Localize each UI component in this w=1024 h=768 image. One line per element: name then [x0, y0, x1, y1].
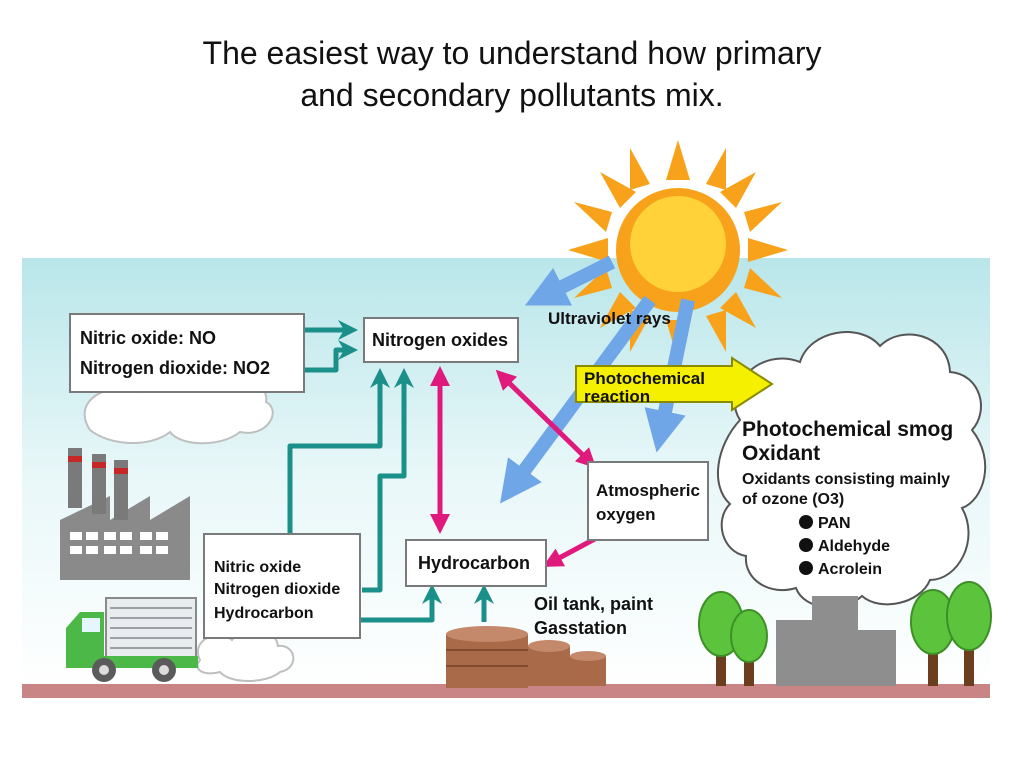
hydrocarbon-label: Hydrocarbon	[418, 553, 530, 573]
oxygen-line-2: oxygen	[596, 505, 656, 524]
smog-item: Aldehyde	[818, 538, 890, 555]
vehicle-box: Nitric oxide Nitrogen dioxide Hydrocarbo…	[203, 533, 361, 639]
nitrogen-oxides-box: Nitrogen oxides	[363, 317, 519, 363]
sources-box: Nitric oxide: NO Nitrogen dioxide: NO2	[69, 313, 305, 393]
oxygen-line-1: Atmospheric	[596, 481, 700, 500]
title-line-1: The easiest way to understand how primar…	[202, 35, 822, 71]
smog-title-1: Photochemical smog	[742, 418, 953, 441]
smog-title-2: Oxidant	[742, 442, 820, 465]
smog-item: PAN	[818, 515, 851, 532]
nitrogen-oxides-label: Nitrogen oxides	[372, 330, 508, 350]
truck-icon	[66, 597, 198, 682]
reaction-line-1: Photochemical	[584, 369, 705, 388]
hydrocarbon-box: Hydrocarbon	[405, 539, 547, 587]
vehicle-line-1: Nitric oxide	[214, 559, 301, 576]
oil-tank-line-1: Oil tank, paint	[534, 594, 653, 614]
vehicle-line-2: Nitrogen dioxide	[214, 581, 340, 598]
ultraviolet-label: Ultraviolet rays	[548, 309, 671, 328]
atmospheric-oxygen-box: Atmospheric oxygen	[587, 461, 709, 541]
smog-desc-1: Oxidants consisting mainly	[742, 471, 950, 488]
factory-icon	[60, 448, 190, 580]
photochemical-reaction-arrow: Photochemical reaction	[575, 356, 774, 412]
smog-items: PAN Aldehyde Acrolein	[799, 515, 890, 578]
smog-desc-2: of ozone (O3)	[742, 491, 844, 508]
slide-title: The easiest way to understand how primar…	[112, 32, 912, 116]
ground	[22, 684, 990, 698]
trees-icon	[698, 581, 992, 686]
reaction-line-2: reaction	[584, 387, 650, 406]
vehicle-line-3: Hydrocarbon	[214, 605, 314, 622]
title-line-2: and secondary pollutants mix.	[300, 77, 724, 113]
oil-tank-line-2: Gasstation	[534, 618, 627, 638]
smog-cloud	[717, 331, 987, 609]
teal-arrows	[287, 320, 494, 623]
sources-line-2: Nitrogen dioxide: NO2	[80, 358, 270, 378]
smog-item: Acrolein	[818, 561, 882, 578]
oil-tanks-icon	[446, 626, 606, 688]
sources-line-1: Nitric oxide: NO	[80, 328, 216, 348]
city-icon	[776, 596, 896, 686]
